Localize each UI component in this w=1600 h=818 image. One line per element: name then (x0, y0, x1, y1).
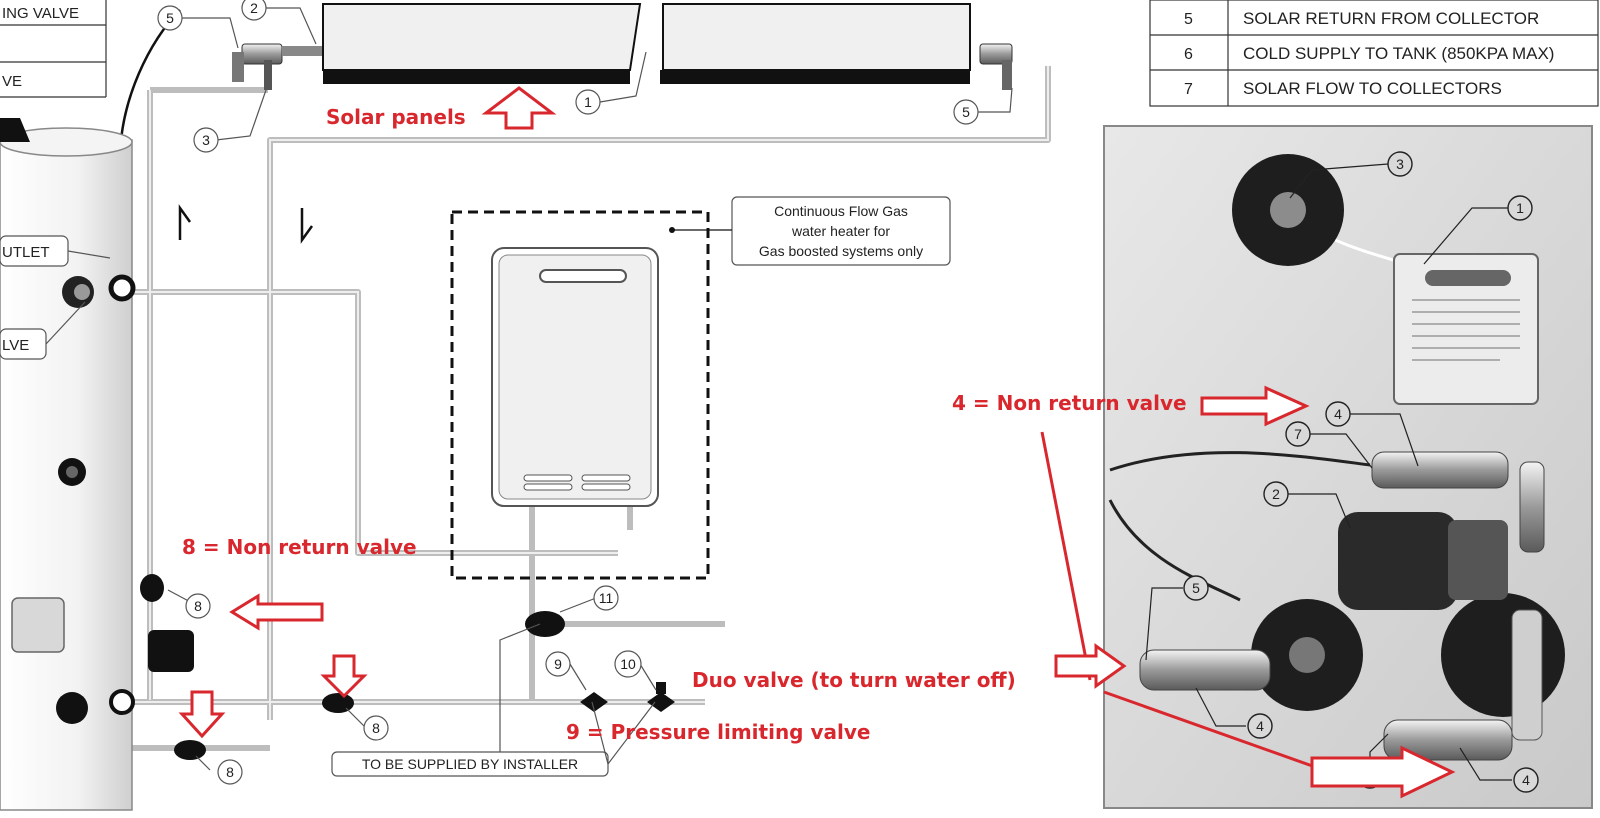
tank-valve-label: LVE (0, 301, 86, 360)
grommet (1441, 593, 1565, 717)
gas-heater-note-line3: Gas boosted systems only (759, 243, 923, 259)
arrow-right-icon (1200, 385, 1310, 427)
plv9-label: 9 = Pressure limiting valve (566, 720, 870, 744)
red-arrows-photo (1040, 385, 1456, 799)
flow-up-arrow (178, 204, 192, 240)
photo-callout-1: 1 (1516, 200, 1524, 216)
callout-10: 10 (620, 656, 636, 672)
arrow-down-icon (320, 654, 368, 699)
photo-callout-4: 4 (1522, 772, 1530, 788)
solar-panels-arrow (481, 86, 557, 130)
gas-heater-note-line1: Continuous Flow Gas (774, 203, 908, 219)
gas-heater-note-line2: water heater for (791, 223, 890, 239)
fitting-4-left (1139, 649, 1271, 691)
valve-8-symbol (140, 574, 164, 602)
arrow-right-icon (1310, 745, 1456, 799)
legend-row-num: 7 (1184, 81, 1193, 98)
arrow-right-icon (1054, 643, 1127, 689)
tank-outlet-text: UTLET (2, 244, 50, 261)
legend-row-text: COLD SUPPLY TO TANK (850KPA MAX) (1243, 44, 1554, 63)
solar-panels-label: Solar panels (326, 105, 466, 129)
tank-lid (0, 118, 30, 142)
valve-symbols (174, 611, 675, 760)
nrv8-label: 8 = Non return valve (182, 535, 417, 559)
fitting-4-bottom (1383, 719, 1513, 761)
photo-callout-4: 4 (1334, 406, 1342, 422)
panel-top-fittings (232, 43, 1013, 90)
tank-outlet-label: UTLET (0, 235, 111, 267)
photo-callout-2: 2 (1272, 486, 1280, 502)
pump (1338, 512, 1458, 610)
installer-note: TO BE SUPPLIED BY INSTALLER (331, 623, 656, 777)
left-fragment-table: ING VALVE VE (0, 0, 107, 98)
arrow-down-icon (178, 690, 226, 739)
photo-callout-7: 7 (1294, 426, 1302, 442)
callout-3: 3 (202, 132, 210, 148)
photo-callout-3: 3 (1396, 156, 1404, 172)
diagram-callouts: 5 2 3 1 5 8 8 8 11 9 10 (157, 0, 1013, 785)
callout-8: 8 (372, 720, 380, 736)
legend-row-num: 5 (1184, 11, 1193, 28)
tank-cold-fitting (109, 689, 135, 715)
callout-8: 8 (194, 598, 202, 614)
legend-row-num: 6 (1184, 46, 1193, 63)
callout-5: 5 (962, 104, 970, 120)
gas-heater-note: Continuous Flow Gas water heater for Gas… (669, 196, 951, 266)
legend-table: 5 SOLAR RETURN FROM COLLECTOR 6 COLD SUP… (1149, 0, 1599, 107)
callout-1: 1 (584, 94, 592, 110)
photo-callout-5: 5 (1192, 580, 1200, 596)
callout-5: 5 (166, 10, 174, 26)
tank-port (56, 692, 88, 724)
callout-9: 9 (554, 656, 562, 672)
legend-row-text: SOLAR RETURN FROM COLLECTOR (1243, 9, 1539, 28)
solar-panel-right (660, 3, 971, 84)
callout-11: 11 (599, 590, 614, 606)
photo-callouts: 3 1 4 7 2 5 4 6 4 (1145, 151, 1539, 793)
tank-outlet-fitting (108, 274, 136, 302)
fitting-4-top (1371, 451, 1509, 489)
arrow-left-icon (229, 593, 324, 631)
red-arrows-diagram (178, 593, 368, 739)
legend-row-text: SOLAR FLOW TO COLLECTORS (1243, 79, 1502, 98)
element-box (11, 597, 65, 653)
left-fragment-mid: VE (2, 73, 22, 90)
left-fragment-top: ING VALVE (2, 5, 79, 22)
gas-heater-box (450, 210, 710, 580)
controller-photo (1103, 125, 1593, 809)
installer-note-text: TO BE SUPPLIED BY INSTALLER (362, 756, 578, 772)
duo-valve-label: Duo valve (to turn water off) (692, 668, 1016, 692)
flow-down-arrow (300, 208, 314, 244)
solar-panel-left (322, 3, 642, 84)
tank-valve-text: LVE (2, 337, 29, 354)
controller-box (1393, 253, 1539, 405)
callout-8: 8 (226, 764, 234, 780)
storage-tank (0, 118, 194, 811)
photo-callout-4: 4 (1256, 718, 1264, 734)
callout-2: 2 (250, 0, 258, 16)
pump-body (148, 630, 194, 672)
nrv4-label: 4 = Non return valve (952, 391, 1187, 415)
